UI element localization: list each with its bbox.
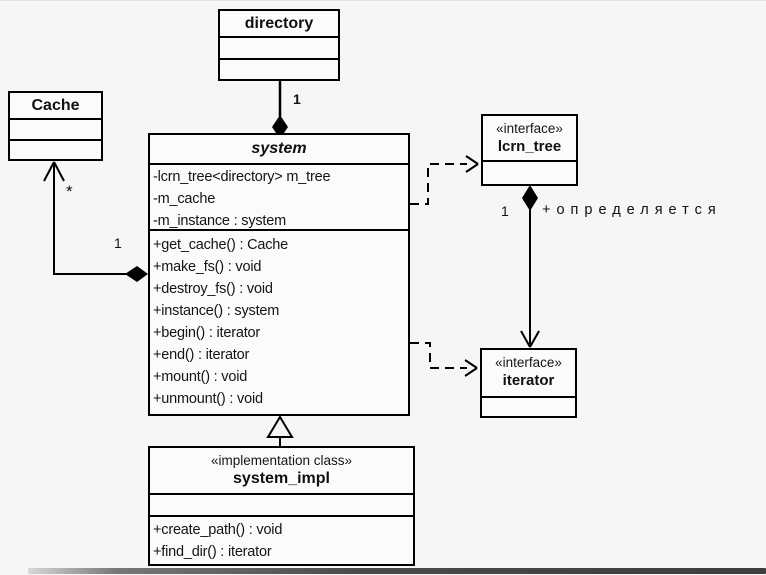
composition-lcrntree-iterator: [520, 185, 540, 348]
attributes-compartment: [150, 493, 413, 515]
attributes-compartment: [220, 36, 338, 58]
class-system-impl: «implementation class» system_impl +crea…: [148, 446, 415, 566]
method: +instance() : system: [153, 303, 280, 319]
stereotype-label: «implementation class»: [210, 453, 353, 468]
multiplicity-system-end: 1: [114, 235, 122, 251]
class-directory: directory: [218, 9, 340, 81]
method: +mount() : void: [153, 369, 248, 385]
methods-compartment: [10, 139, 101, 159]
method: +end() : iterator: [153, 347, 250, 363]
attribute: -m_instance : system: [153, 213, 286, 229]
composition-diamond-icon: [125, 266, 148, 282]
role-label-opredelyaetsya: +определяется: [542, 202, 722, 218]
attribute: -lcrn_tree<directory> m_tree: [153, 169, 331, 185]
methods-compartment: +get_cache() : Cache +make_fs() : void +…: [150, 229, 408, 414]
class-name: directory: [244, 14, 314, 32]
bottom-edge-strip: [28, 568, 766, 574]
composition-directory-system: [272, 81, 288, 139]
class-cache: Cache: [8, 91, 103, 161]
class-system: system -lcrn_tree<directory> m_tree -m_c…: [148, 133, 410, 416]
open-arrowhead-icon: [43, 161, 65, 182]
methods-compartment: [483, 160, 576, 184]
association-system-cache: [43, 161, 148, 282]
method: +find_dir() : iterator: [153, 544, 272, 560]
method: +make_fs() : void: [153, 259, 262, 275]
composition-diamond-icon: [522, 185, 538, 211]
generalization-systemimpl-system: [266, 415, 294, 447]
methods-compartment: [220, 58, 338, 79]
open-arrowhead-icon: [465, 155, 479, 173]
interface-iterator: «interface» iterator: [480, 348, 577, 418]
class-header: «implementation class» system_impl: [150, 448, 413, 493]
stereotype-label: «interface»: [495, 355, 562, 370]
method: +begin() : iterator: [153, 325, 261, 341]
class-name: Cache: [31, 96, 80, 114]
multiplicity-directory-system: 1: [293, 91, 301, 107]
dependency-system-lcrntree: [410, 155, 479, 205]
method: +unmount() : void: [153, 391, 263, 407]
attribute: -m_cache: [153, 191, 216, 207]
method: +destroy_fs() : void: [153, 281, 273, 297]
generalization-triangle-icon: [266, 415, 294, 438]
interface-name: iterator: [502, 372, 555, 389]
open-arrowhead-icon: [464, 359, 478, 377]
class-name: system: [251, 140, 307, 157]
methods-compartment: [482, 396, 575, 416]
multiplicity-cache-end: *: [66, 182, 73, 201]
multiplicity-lcrntree-iterator: 1: [501, 203, 509, 219]
method: +get_cache() : Cache: [153, 237, 289, 253]
interface-header: «interface» iterator: [482, 350, 575, 396]
attributes-compartment: [10, 118, 101, 139]
stereotype-label: «interface»: [496, 121, 563, 136]
attributes-compartment: -lcrn_tree<directory> m_tree -m_cache -m…: [150, 163, 408, 229]
method: +create_path() : void: [153, 522, 283, 538]
class-name: system_impl: [233, 470, 330, 487]
open-arrowhead-icon: [520, 330, 540, 348]
interface-name: lcrn_tree: [497, 138, 562, 155]
dependency-system-iterator: [410, 342, 478, 377]
interface-header: «interface» lcrn_tree: [483, 116, 576, 160]
methods-compartment: +create_path() : void +find_dir() : iter…: [150, 515, 413, 564]
interface-lcrn-tree: «interface» lcrn_tree: [481, 114, 578, 186]
